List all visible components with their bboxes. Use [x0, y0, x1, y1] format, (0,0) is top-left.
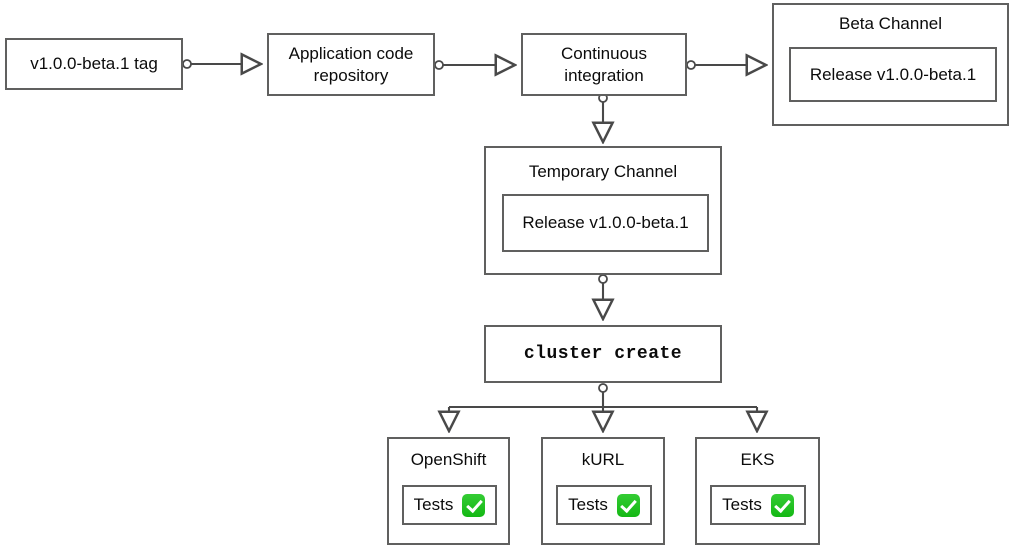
kurl-tests-box[interactable]: Tests — [556, 485, 652, 525]
edge-temporary-channel-to-cluster-create — [599, 274, 607, 319]
node-application-code-repository[interactable]: Application code repository — [267, 33, 435, 96]
edge-repo-to-ci — [434, 61, 515, 69]
edge-ci-to-beta-channel — [686, 61, 766, 69]
group-target-eks[interactable]: EKS Tests — [695, 437, 820, 545]
group-target-openshift[interactable]: OpenShift Tests — [387, 437, 510, 545]
group-target-openshift-title: OpenShift — [410, 450, 487, 469]
kurl-tests-label: Tests — [568, 495, 608, 514]
node-version-tag[interactable]: v1.0.0-beta.1 tag — [5, 38, 183, 90]
check-green-icon — [770, 493, 794, 517]
eks-tests-label: Tests — [722, 495, 762, 514]
temporary-channel-release-box[interactable]: Release v1.0.0-beta.1 — [502, 194, 709, 252]
openshift-tests-label: Tests — [413, 495, 454, 514]
edge-ci-to-temporary-channel — [599, 93, 607, 142]
edge-tag-to-repo — [182, 60, 261, 68]
eks-tests-box[interactable]: Tests — [710, 485, 806, 525]
node-continuous-integration-label: Continuous integration — [560, 44, 647, 85]
node-version-tag-label: v1.0.0-beta.1 tag — [30, 54, 158, 74]
node-application-code-repository-label: Application code repository — [288, 44, 414, 85]
check-green-icon — [616, 493, 640, 517]
group-target-kurl[interactable]: kURL Tests — [541, 437, 665, 545]
beta-channel-release-box[interactable]: Release v1.0.0-beta.1 — [789, 47, 997, 102]
temporary-channel-release-label: Release v1.0.0-beta.1 — [522, 213, 689, 232]
node-cluster-create-label: cluster create — [523, 343, 683, 364]
openshift-tests-box[interactable]: Tests — [402, 485, 497, 525]
check-green-icon — [462, 493, 486, 517]
edge-cluster-create-to-targets — [449, 383, 757, 431]
group-target-eks-title: EKS — [740, 450, 775, 469]
beta-channel-release-label: Release v1.0.0-beta.1 — [809, 64, 977, 84]
node-continuous-integration[interactable]: Continuous integration — [521, 33, 687, 96]
group-target-kurl-title: kURL — [581, 450, 625, 469]
node-cluster-create[interactable]: cluster create — [484, 325, 722, 383]
group-beta-channel-title: Beta Channel — [838, 14, 943, 33]
group-temporary-channel[interactable]: Temporary Channel Release v1.0.0-beta.1 — [484, 146, 722, 275]
group-beta-channel[interactable]: Beta Channel Release v1.0.0-beta.1 — [772, 3, 1009, 126]
group-temporary-channel-title: Temporary Channel — [528, 162, 678, 181]
